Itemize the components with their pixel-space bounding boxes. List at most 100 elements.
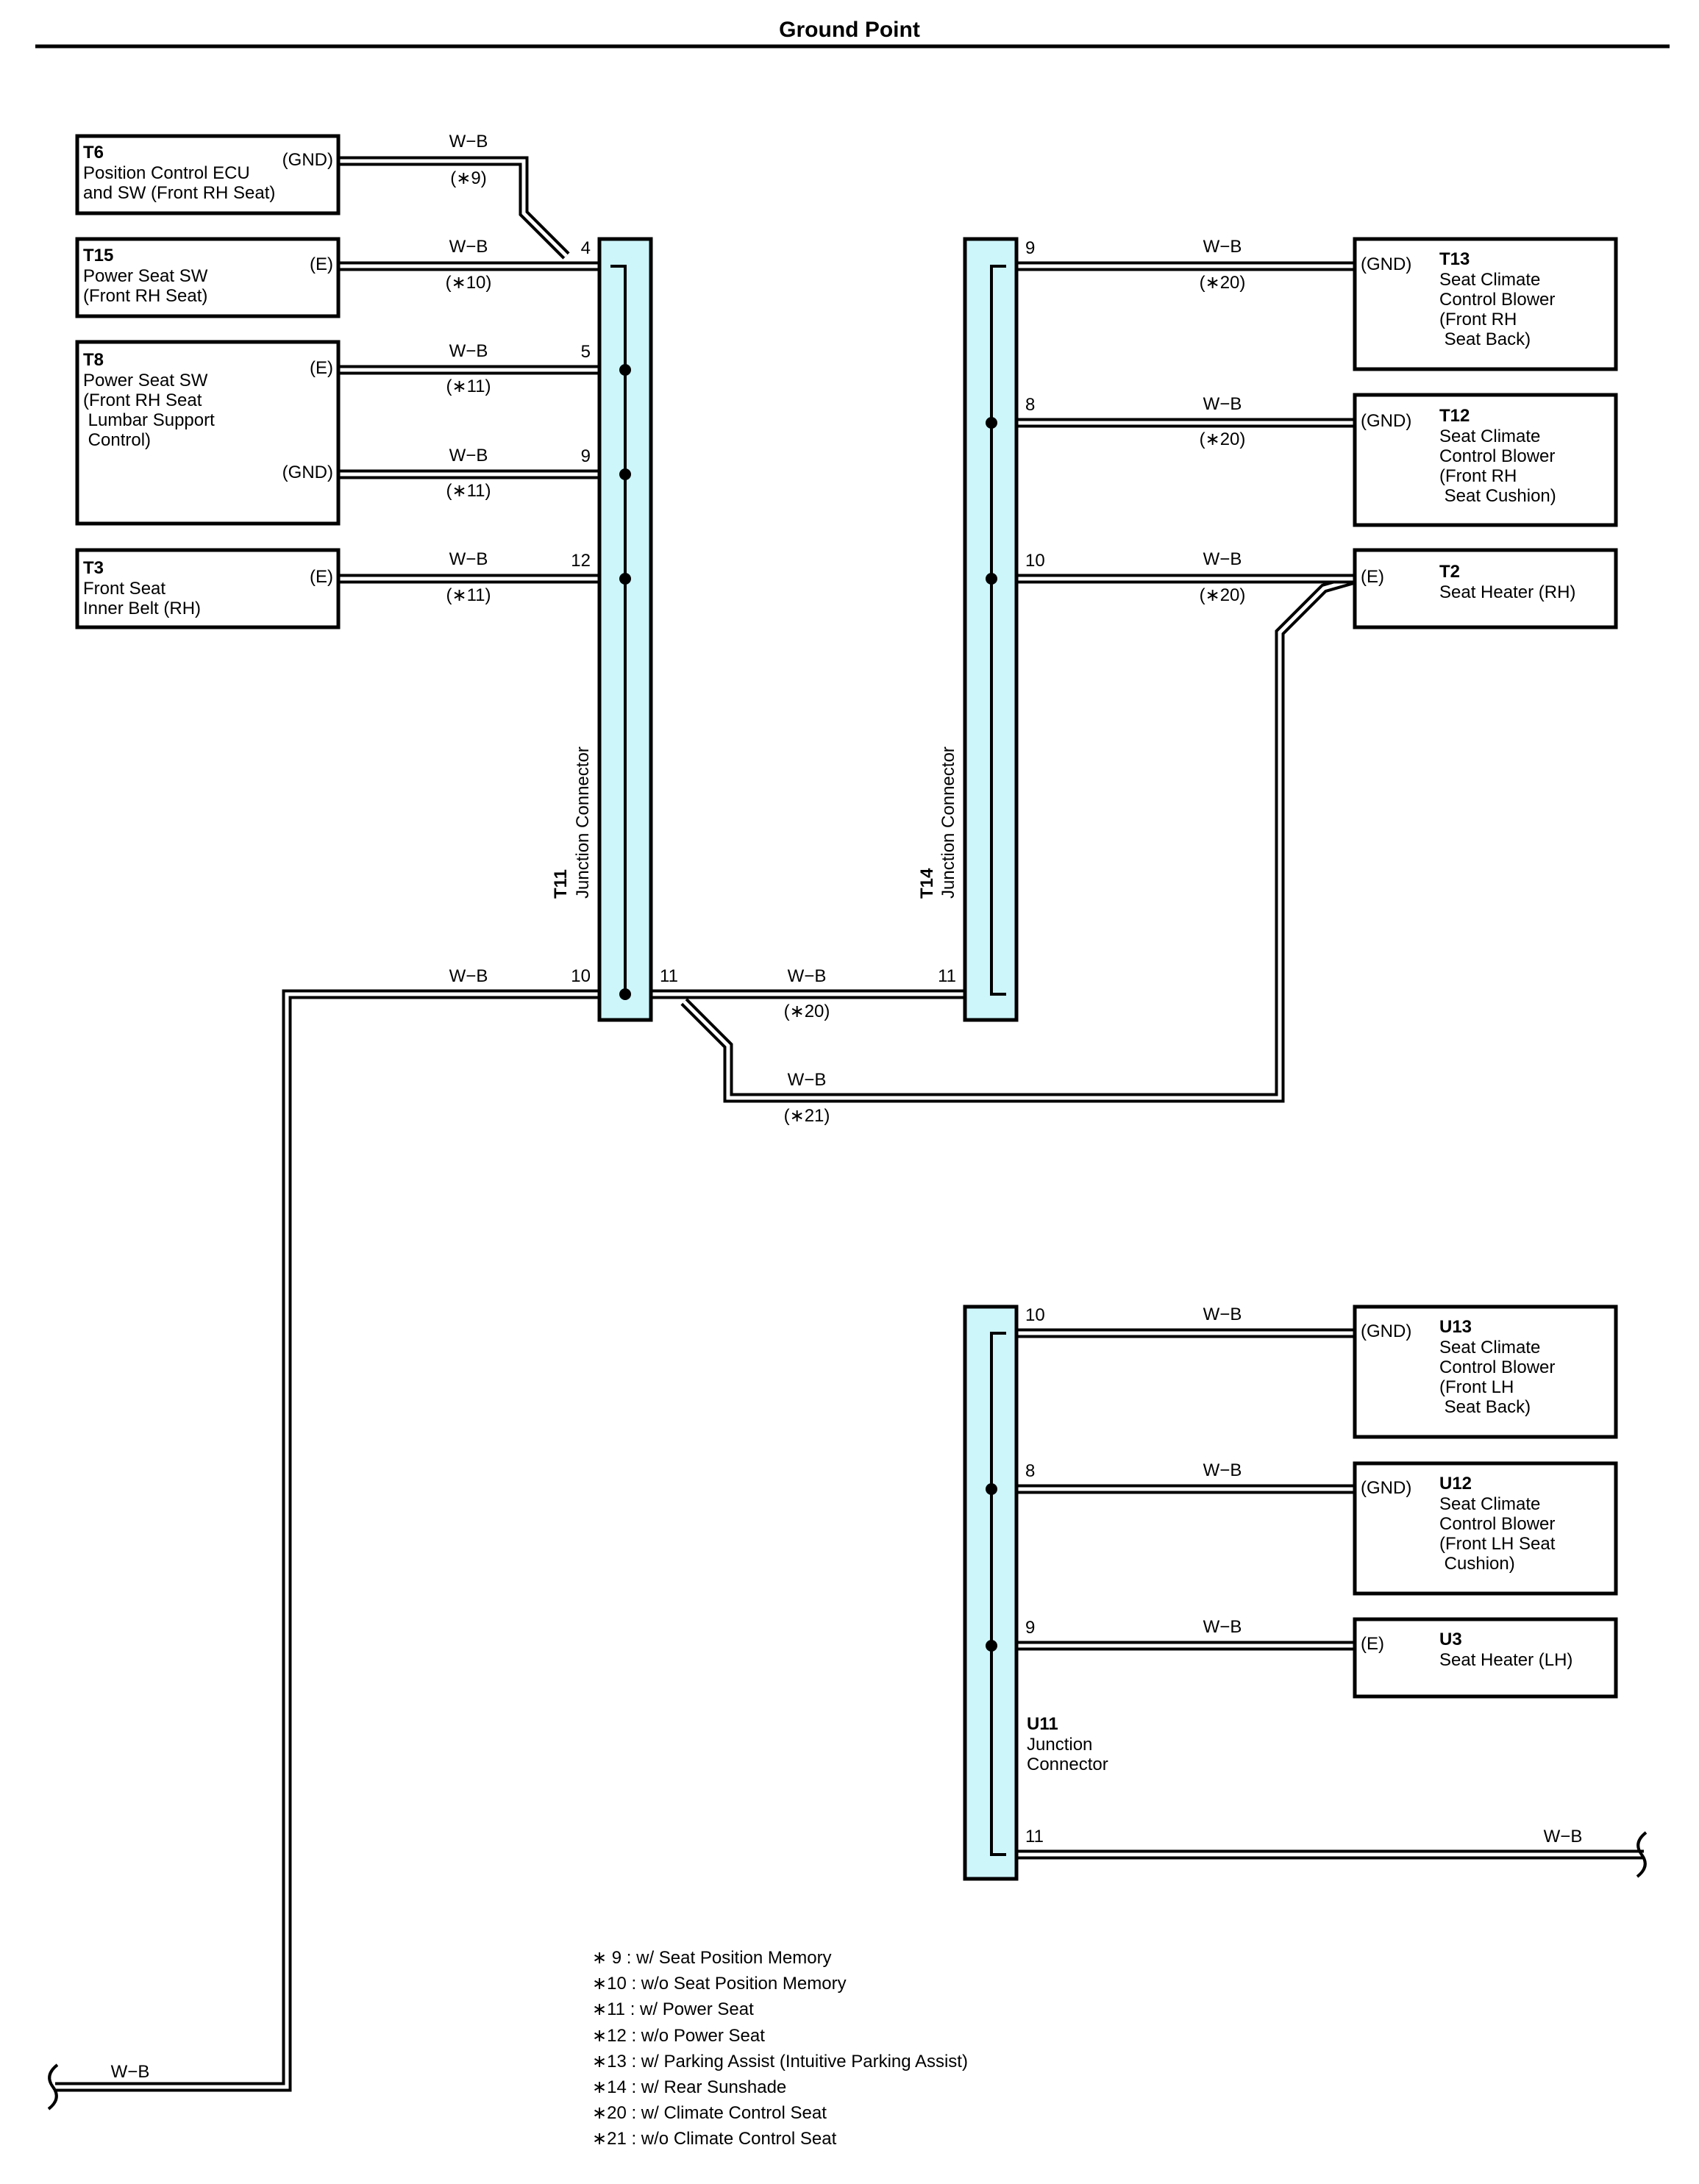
component-line: Seat Back) bbox=[1439, 1397, 1531, 1417]
splice-dot bbox=[619, 364, 631, 376]
component-line: Control Blower bbox=[1439, 446, 1555, 466]
component-u13[interactable]: (GND) U13 Seat Climate Control Blower (F… bbox=[1353, 1305, 1618, 1439]
component-t3[interactable]: T3 Front Seat Inner Belt (RH) (E) bbox=[75, 548, 341, 629]
component-line: Seat Climate bbox=[1439, 1494, 1540, 1514]
wire-t11-pin10-ground bbox=[55, 989, 625, 2092]
component-id: T2 bbox=[1439, 562, 1460, 582]
wire-color-label: W−B bbox=[1203, 394, 1242, 414]
component-line: Seat Climate bbox=[1439, 270, 1540, 290]
component-line: (Front LH bbox=[1439, 1377, 1514, 1397]
wire-t11-pin11-t2 bbox=[680, 574, 1356, 1103]
component-t13[interactable]: (GND) T13 Seat Climate Control Blower (F… bbox=[1353, 237, 1618, 371]
junction-connector-t14[interactable]: T14 Junction Connector bbox=[917, 237, 1019, 1022]
component-line: (Front LH Seat bbox=[1439, 1534, 1556, 1554]
component-line: Power Seat SW bbox=[83, 266, 208, 286]
wire-color-label: W−B bbox=[449, 549, 488, 569]
component-line: (Front RH bbox=[1439, 310, 1517, 329]
pin-number: 5 bbox=[581, 342, 591, 362]
component-line: Lumbar Support bbox=[83, 410, 215, 430]
component-line: (Front RH Seat) bbox=[83, 286, 207, 306]
component-id: T8 bbox=[83, 350, 104, 370]
wire-note: (∗20) bbox=[1200, 585, 1246, 605]
component-t2[interactable]: (E) T2 Seat Heater (RH) bbox=[1353, 548, 1618, 629]
component-line: Inner Belt (RH) bbox=[83, 599, 201, 618]
pin-label: (GND) bbox=[1361, 1478, 1411, 1498]
pin-label: (GND) bbox=[282, 150, 333, 170]
connector-name: Junction Connector bbox=[573, 746, 593, 899]
legend-item: ∗ 9 : w/ Seat Position Memory bbox=[592, 1948, 832, 1968]
pin-number: 4 bbox=[581, 238, 591, 258]
wire-color-label: W−B bbox=[111, 2062, 150, 2082]
pin-label: (GND) bbox=[1361, 254, 1411, 274]
page-title: Ground Point bbox=[779, 18, 920, 42]
connector-name-line1: Junction bbox=[1027, 1735, 1092, 1755]
component-id: T3 bbox=[83, 558, 104, 578]
splice-dot bbox=[986, 1483, 997, 1495]
connector-id: T11 bbox=[551, 869, 571, 899]
pin-label: (E) bbox=[1361, 567, 1384, 587]
component-line: Cushion) bbox=[1439, 1554, 1515, 1574]
junction-connector-u11[interactable]: U11 Junction Connector bbox=[963, 1305, 1108, 1881]
wire-note: (∗20) bbox=[1200, 273, 1246, 293]
wire-color-label: W−B bbox=[449, 446, 488, 465]
splice-dot bbox=[986, 417, 997, 429]
wire-color-label: W−B bbox=[1203, 237, 1242, 257]
component-id: T6 bbox=[83, 143, 104, 163]
pin-label: (E) bbox=[310, 358, 333, 378]
component-t15[interactable]: T15 Power Seat SW (Front RH Seat) (E) bbox=[75, 237, 341, 318]
pin-label: (E) bbox=[1361, 1634, 1384, 1654]
wire-color-label: W−B bbox=[788, 966, 827, 986]
pin-number: 8 bbox=[1025, 1461, 1035, 1481]
component-id: T13 bbox=[1439, 249, 1470, 269]
pin-number: 9 bbox=[1025, 1618, 1035, 1638]
junction-connector-t11[interactable]: T11 Junction Connector bbox=[551, 237, 653, 1022]
wire-note: (∗21) bbox=[784, 1106, 830, 1126]
legend-item: ∗20 : w/ Climate Control Seat bbox=[592, 2103, 827, 2123]
splice-dot bbox=[619, 468, 631, 480]
legend-item: ∗13 : w/ Parking Assist (Intuitive Parki… bbox=[592, 2052, 968, 2071]
wire-color-label: W−B bbox=[1203, 1617, 1242, 1637]
pin-number: 11 bbox=[1025, 1827, 1044, 1846]
wire-color-label: W−B bbox=[788, 1070, 827, 1090]
component-line: (Front RH bbox=[1439, 466, 1517, 486]
wire-break-left bbox=[47, 2063, 59, 2110]
wire-note: (∗10) bbox=[446, 273, 492, 293]
connector-name: Junction Connector bbox=[938, 746, 958, 899]
wire-color-label: W−B bbox=[1203, 549, 1242, 569]
component-u3[interactable]: (E) U3 Seat Heater (LH) bbox=[1353, 1617, 1618, 1699]
component-line: Control Blower bbox=[1439, 1357, 1555, 1377]
wire-note: (∗11) bbox=[446, 377, 491, 396]
component-line: Seat Climate bbox=[1439, 427, 1540, 446]
component-line: Control) bbox=[83, 430, 151, 450]
wire-t6-t11-pin4 bbox=[338, 156, 570, 260]
component-id: U12 bbox=[1439, 1474, 1472, 1494]
wire-note: (∗20) bbox=[784, 1002, 830, 1021]
component-id: T15 bbox=[83, 246, 113, 265]
wire-color-label: W−B bbox=[449, 966, 488, 986]
component-id: U3 bbox=[1439, 1630, 1462, 1649]
wire-color-label: W−B bbox=[1203, 1460, 1242, 1480]
pin-number: 10 bbox=[1025, 1305, 1045, 1325]
pin-number: 10 bbox=[1025, 551, 1045, 571]
component-t12[interactable]: (GND) T12 Seat Climate Control Blower (F… bbox=[1353, 393, 1618, 527]
wire-color-label: W−B bbox=[449, 341, 488, 361]
wire-color-label: W−B bbox=[1544, 1827, 1583, 1846]
pin-number: 9 bbox=[1025, 238, 1035, 258]
component-line: Seat Heater (LH) bbox=[1439, 1650, 1572, 1670]
connector-id: U11 bbox=[1027, 1714, 1058, 1734]
pin-label: (E) bbox=[310, 254, 333, 274]
legend-item: ∗11 : w/ Power Seat bbox=[592, 1999, 754, 2019]
splice-dot bbox=[619, 988, 631, 1000]
component-line: Control Blower bbox=[1439, 290, 1555, 310]
component-u12[interactable]: (GND) U12 Seat Climate Control Blower (F… bbox=[1353, 1461, 1618, 1596]
component-t6[interactable]: T6 Position Control ECU and SW (Front RH… bbox=[75, 134, 341, 215]
wire-break-right bbox=[1636, 1831, 1648, 1878]
wire-note: (∗11) bbox=[446, 481, 491, 501]
wire-note: (∗9) bbox=[450, 168, 486, 188]
legend-item: ∗10 : w/o Seat Position Memory bbox=[592, 1974, 847, 1994]
pin-number: 8 bbox=[1025, 395, 1035, 415]
component-t8[interactable]: T8 Power Seat SW (Front RH Seat Lumbar S… bbox=[75, 340, 341, 526]
component-id: T12 bbox=[1439, 406, 1470, 426]
component-line: Position Control ECU bbox=[83, 163, 250, 183]
connector-name-line2: Connector bbox=[1027, 1755, 1108, 1774]
